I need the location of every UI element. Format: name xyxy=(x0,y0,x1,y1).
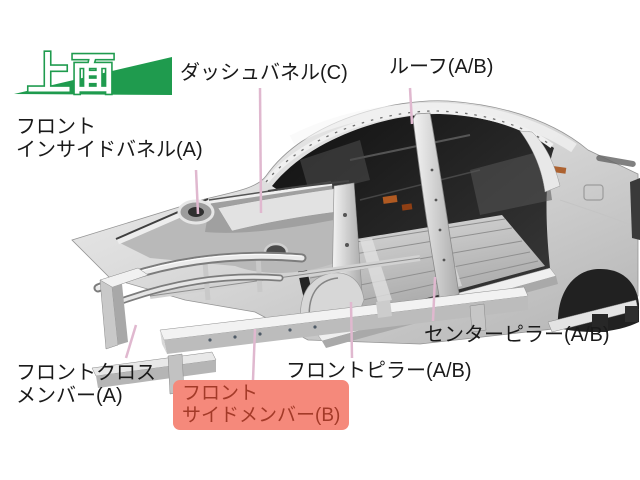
front-frame-group xyxy=(91,251,529,395)
label-front-inside-panel-line1: フロント xyxy=(16,116,96,138)
label-front-pillar: フロントピラー(A/B) xyxy=(286,360,472,382)
label-front-side-member-highlighted: フロント サイドメンバー(B) xyxy=(173,380,350,430)
label-front-cross-member-line1: フロントクロス xyxy=(16,362,156,384)
leader-lines xyxy=(124,87,437,381)
fuel-door xyxy=(583,184,604,201)
leader-front-cross-member xyxy=(124,324,138,359)
banner-text: 上面 xyxy=(27,50,115,99)
label-front-inside-panel: フロント インサイドバネル(A) xyxy=(16,116,203,162)
leader-front-side-member xyxy=(251,328,257,381)
label-dash-panel: ダッシュバネル(C) xyxy=(180,62,348,84)
leader-roof xyxy=(408,87,414,125)
label-front-cross-member: フロントクロス メンバー(A) xyxy=(16,362,156,408)
label-front-side-member-line2: サイドメンバー(B) xyxy=(182,404,341,426)
label-front-cross-member-line2: メンバー(A) xyxy=(16,385,123,407)
label-front-inside-panel-line2: インサイドバネル(A) xyxy=(16,139,203,161)
leader-front-inside-panel xyxy=(194,169,200,215)
label-front-side-member-line1: フロント xyxy=(182,383,259,404)
leader-center-pillar xyxy=(431,276,437,322)
label-center-pillar: センターピラー(A/B) xyxy=(424,324,610,346)
leader-dash-panel xyxy=(258,87,263,214)
leader-front-pillar xyxy=(349,301,354,359)
banner-wedge-icon xyxy=(14,57,172,95)
car-body-group xyxy=(71,100,640,395)
label-roof: ルーフ(A/B) xyxy=(389,56,494,78)
top-view-banner: 上面 xyxy=(14,48,172,101)
